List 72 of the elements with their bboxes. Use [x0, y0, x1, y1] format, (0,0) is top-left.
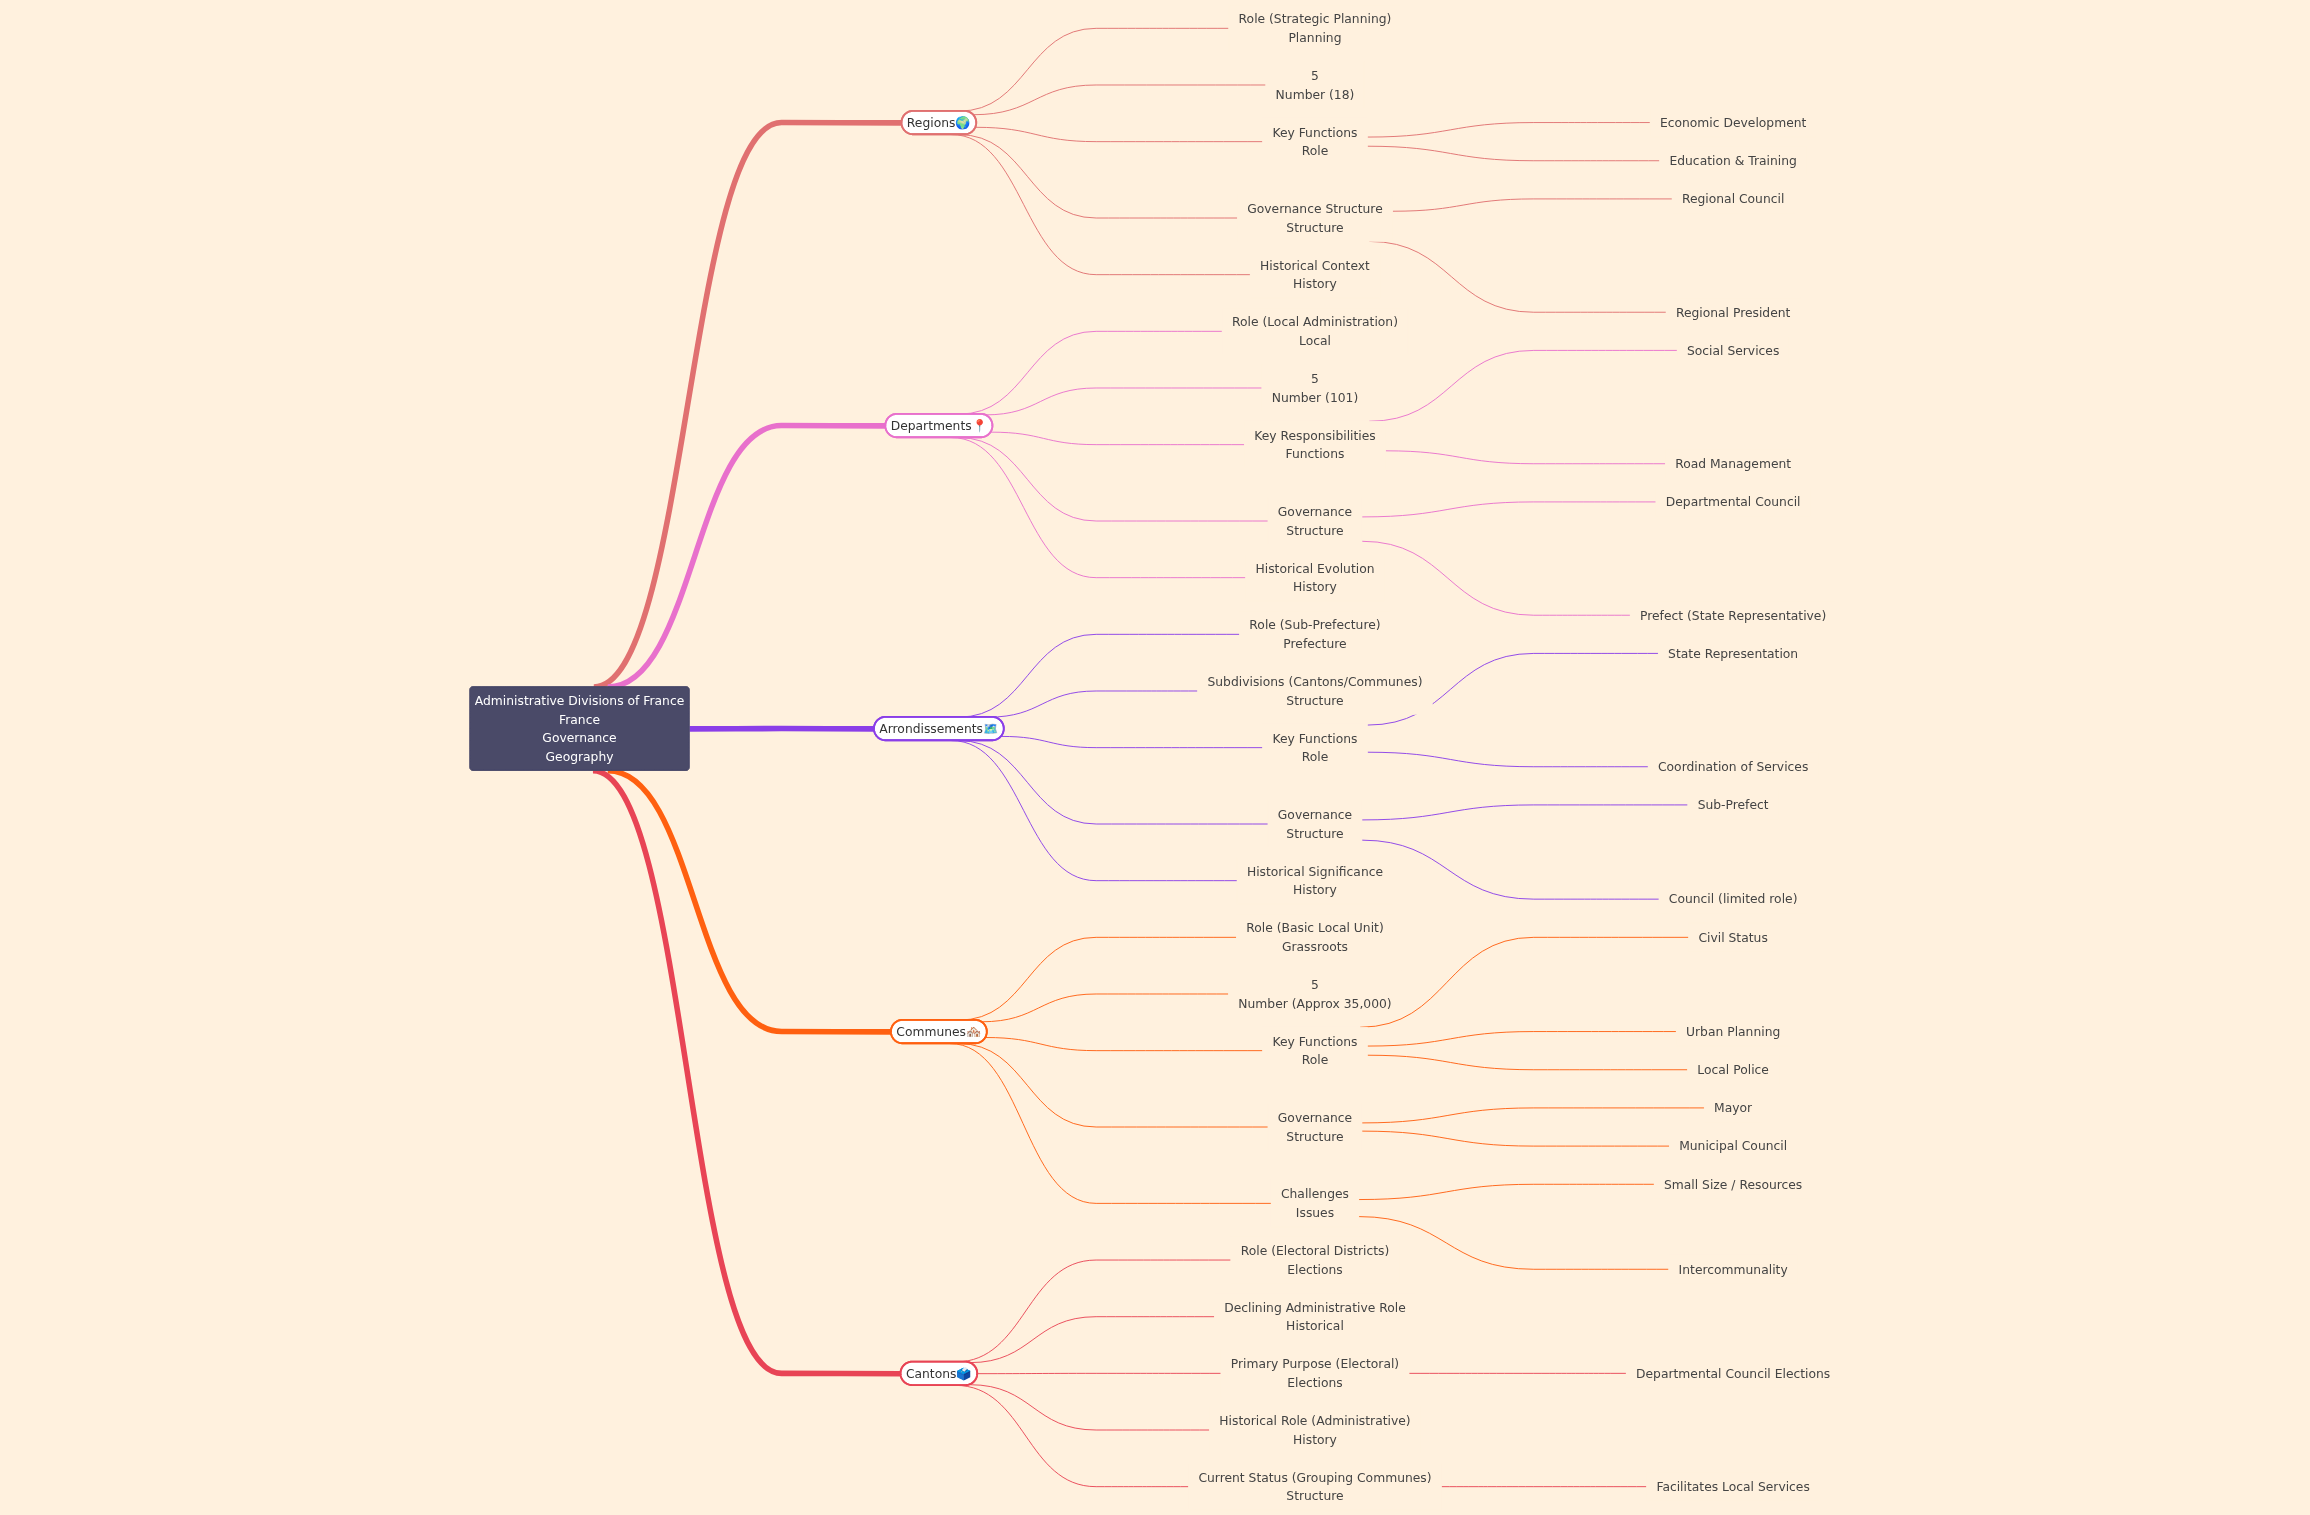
node-text: Regional Council	[1681, 191, 1785, 207]
connector	[1361, 804, 1689, 821]
node-text: Role (Local Administration) Local	[1231, 314, 1398, 348]
node-text: Regional President	[1675, 304, 1791, 320]
node-text: Declining Administrative Role Historical	[1224, 1300, 1406, 1334]
connector	[975, 126, 1264, 143]
node-text: Social Services	[1686, 343, 1780, 358]
node-text: Civil Status	[1698, 929, 1768, 945]
node-text: Local Police	[1697, 1062, 1769, 1078]
node-text: Mayor	[1714, 1100, 1753, 1116]
node-text: Small Size / Resources	[1664, 1176, 1803, 1192]
connector	[1366, 1054, 1688, 1071]
node-text: Road Management	[1675, 456, 1792, 472]
node-text: Intercommunality	[1678, 1261, 1788, 1277]
node-text: Prefect (State Representative)	[1640, 607, 1827, 623]
node-text: 5 Number (Approx 35,000)	[1238, 977, 1392, 1011]
node-text: Key Functions Role	[1272, 1034, 1358, 1068]
connector	[1366, 652, 1659, 726]
connector	[1366, 751, 1649, 768]
node-text: 5 Number (18)	[1275, 68, 1355, 102]
node-text: Economic Development	[1659, 115, 1807, 130]
node-text: Coordination of Services	[1657, 759, 1809, 775]
connector	[1366, 122, 1651, 138]
node-text: Challenges Issues	[1280, 1186, 1349, 1221]
node-text: Sub-Prefect	[1697, 797, 1769, 813]
connector	[1408, 1372, 1627, 1374]
connector	[969, 1384, 1210, 1431]
connector	[977, 1372, 1222, 1375]
connector	[1000, 735, 1264, 749]
connector	[1440, 1486, 1648, 1488]
node-text: Primary Purpose (Electoral) Elections	[1230, 1356, 1400, 1390]
connector	[1358, 1216, 1670, 1270]
node-text: Current Status (Grouping Communes) Structure	[1198, 1470, 1432, 1504]
node-text: Role (Basic Local Unit) Grassroots	[1246, 920, 1384, 954]
node-text: Departmental Council Elections	[1636, 1365, 1831, 1381]
node-text: Subdivisions (Cantons/Communes) Structure	[1207, 674, 1423, 708]
node-text: Governance Structure	[1277, 504, 1353, 538]
node-text: Key Responsibilities Functions	[1254, 428, 1376, 462]
node-text: Role (Sub-Prefecture) Prefecture	[1249, 617, 1381, 651]
node-text: Governance Structure	[1277, 1110, 1353, 1144]
node-text: Historical Significance History	[1246, 864, 1384, 898]
node-text: Historical Context History	[1260, 258, 1370, 292]
node-text: Governance Structure	[1277, 807, 1353, 841]
node-text: Urban Planning	[1686, 1024, 1781, 1039]
connector	[689, 725, 875, 732]
node-text: Facilitates Local Services	[1656, 1479, 1810, 1495]
node-text: Governance Structure Structure	[1247, 201, 1383, 235]
connector	[1361, 839, 1660, 900]
connector	[972, 84, 1267, 116]
connector	[1366, 1031, 1677, 1047]
connector	[1361, 501, 1657, 518]
connector	[1361, 1107, 1705, 1124]
node-text: 5 Number (101)	[1271, 371, 1359, 405]
node-text: State Representation	[1668, 646, 1799, 661]
connector	[1361, 1130, 1670, 1147]
connector	[1358, 1183, 1655, 1200]
node-text: Key Functions Role	[1272, 125, 1358, 159]
connector	[1392, 198, 1673, 212]
node-text: Education & Training	[1669, 153, 1797, 169]
connector	[990, 431, 1245, 446]
connector	[985, 1037, 1264, 1052]
connector	[1361, 540, 1631, 616]
node-text: Key Functions Role	[1272, 731, 1358, 765]
node-text: Departmental Council	[1665, 494, 1801, 510]
node-text: Historical Role (Administrative) History	[1219, 1413, 1411, 1447]
node-text: Role (Electoral Districts) Elections	[1240, 1243, 1390, 1277]
node-text: Council (limited role)	[1668, 891, 1798, 907]
connector	[1366, 145, 1661, 162]
node-text: Historical Evolution History	[1255, 561, 1375, 595]
node-text: Municipal Council	[1679, 1138, 1788, 1154]
node-text: Role (Strategic Planning) Planning	[1238, 11, 1392, 45]
connector	[1385, 450, 1666, 465]
